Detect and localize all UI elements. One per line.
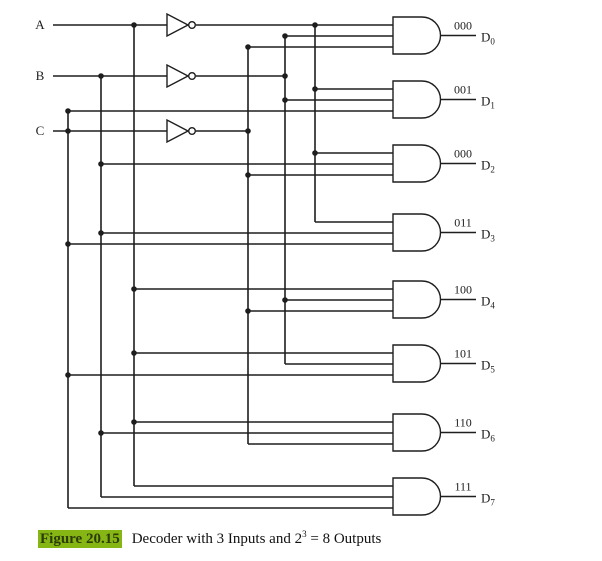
output-code-d1: 001 <box>454 83 472 97</box>
output-label-d7: D7 <box>481 491 495 508</box>
junction-d0-b <box>282 33 288 39</box>
output-label-d2: D2 <box>481 158 495 175</box>
junction-c-true-bus <box>65 128 71 134</box>
output-label-d3: D3 <box>481 227 495 244</box>
input-label-b: B <box>36 68 45 83</box>
output-code-d6: 110 <box>454 416 472 430</box>
decoder-circuit-diagram: ABC000D0001D1000D2011D3100D4101D5110D611… <box>35 12 495 516</box>
junction-d6-a <box>131 419 137 425</box>
junction-c-complement <box>245 128 251 134</box>
junction-d3-b <box>98 230 104 236</box>
caption-superscript: 3 <box>302 529 307 539</box>
and-gate-d3 <box>392 213 442 252</box>
junction-a-complement <box>312 22 318 28</box>
output-code-d4: 100 <box>454 283 472 297</box>
input-label-c: C <box>36 123 45 138</box>
not-gate-bubble-a <box>187 21 196 30</box>
output-code-d7: 111 <box>454 480 471 494</box>
junction-d3-c <box>65 241 71 247</box>
junction-d5-c <box>65 372 71 378</box>
and-gate-d6 <box>392 413 442 452</box>
and-gate-d7 <box>392 477 442 516</box>
junction-d4-a <box>131 286 137 292</box>
output-code-d2: 000 <box>454 147 472 161</box>
not-gate-bubble-c <box>187 126 196 135</box>
output-code-d5: 101 <box>454 347 472 361</box>
and-gate-d4 <box>392 280 442 319</box>
junction-d2-b <box>98 161 104 167</box>
output-label-d4: D4 <box>481 294 495 311</box>
junction-d1-c <box>65 108 71 114</box>
caption-text: Decoder with 3 Inputs and 23 = 8 Outputs <box>131 529 382 547</box>
caption-text-tail: = 8 Outputs <box>306 531 382 547</box>
junction-d5-a <box>131 350 137 356</box>
labels: ABC000D0001D1000D2011D3100D4101D5110D611… <box>35 17 495 508</box>
not-gate-c <box>166 118 190 144</box>
output-label-d5: D5 <box>481 358 495 375</box>
junction-d1-a <box>312 86 318 92</box>
input-label-a: A <box>35 17 45 32</box>
junction-dots <box>65 22 318 436</box>
junction-d2-a <box>312 150 318 156</box>
and-gate-d2 <box>392 144 442 183</box>
junction-b-true-bus <box>98 73 104 79</box>
figure-number: Figure 20.15 <box>38 530 122 548</box>
not-gate-bubble-b <box>187 71 196 80</box>
junction-d1-b <box>282 97 288 103</box>
gates <box>166 12 442 516</box>
junction-d4-b <box>282 297 288 303</box>
and-gate-d5 <box>392 344 442 383</box>
output-label-d6: D6 <box>481 427 495 444</box>
and-gate-d0 <box>392 16 442 55</box>
output-code-d3: 011 <box>454 216 472 230</box>
junction-d2-c <box>245 172 251 178</box>
junction-d0-c <box>245 44 251 50</box>
wires <box>53 24 476 509</box>
caption-text-main: Decoder with 3 Inputs and 2 <box>131 531 303 547</box>
junction-a-true-bus <box>131 22 137 28</box>
junction-d4-c <box>245 308 251 314</box>
not-gate-a <box>166 12 190 38</box>
not-gate-b <box>166 63 190 89</box>
output-label-d0: D0 <box>481 30 495 47</box>
figure-caption: Figure 20.15 Decoder with 3 Inputs and 23… <box>38 529 381 548</box>
output-code-d0: 000 <box>454 19 472 33</box>
output-label-d1: D1 <box>481 94 495 111</box>
junction-d6-b <box>98 430 104 436</box>
and-gate-d1 <box>392 80 442 119</box>
junction-b-complement <box>282 73 288 79</box>
